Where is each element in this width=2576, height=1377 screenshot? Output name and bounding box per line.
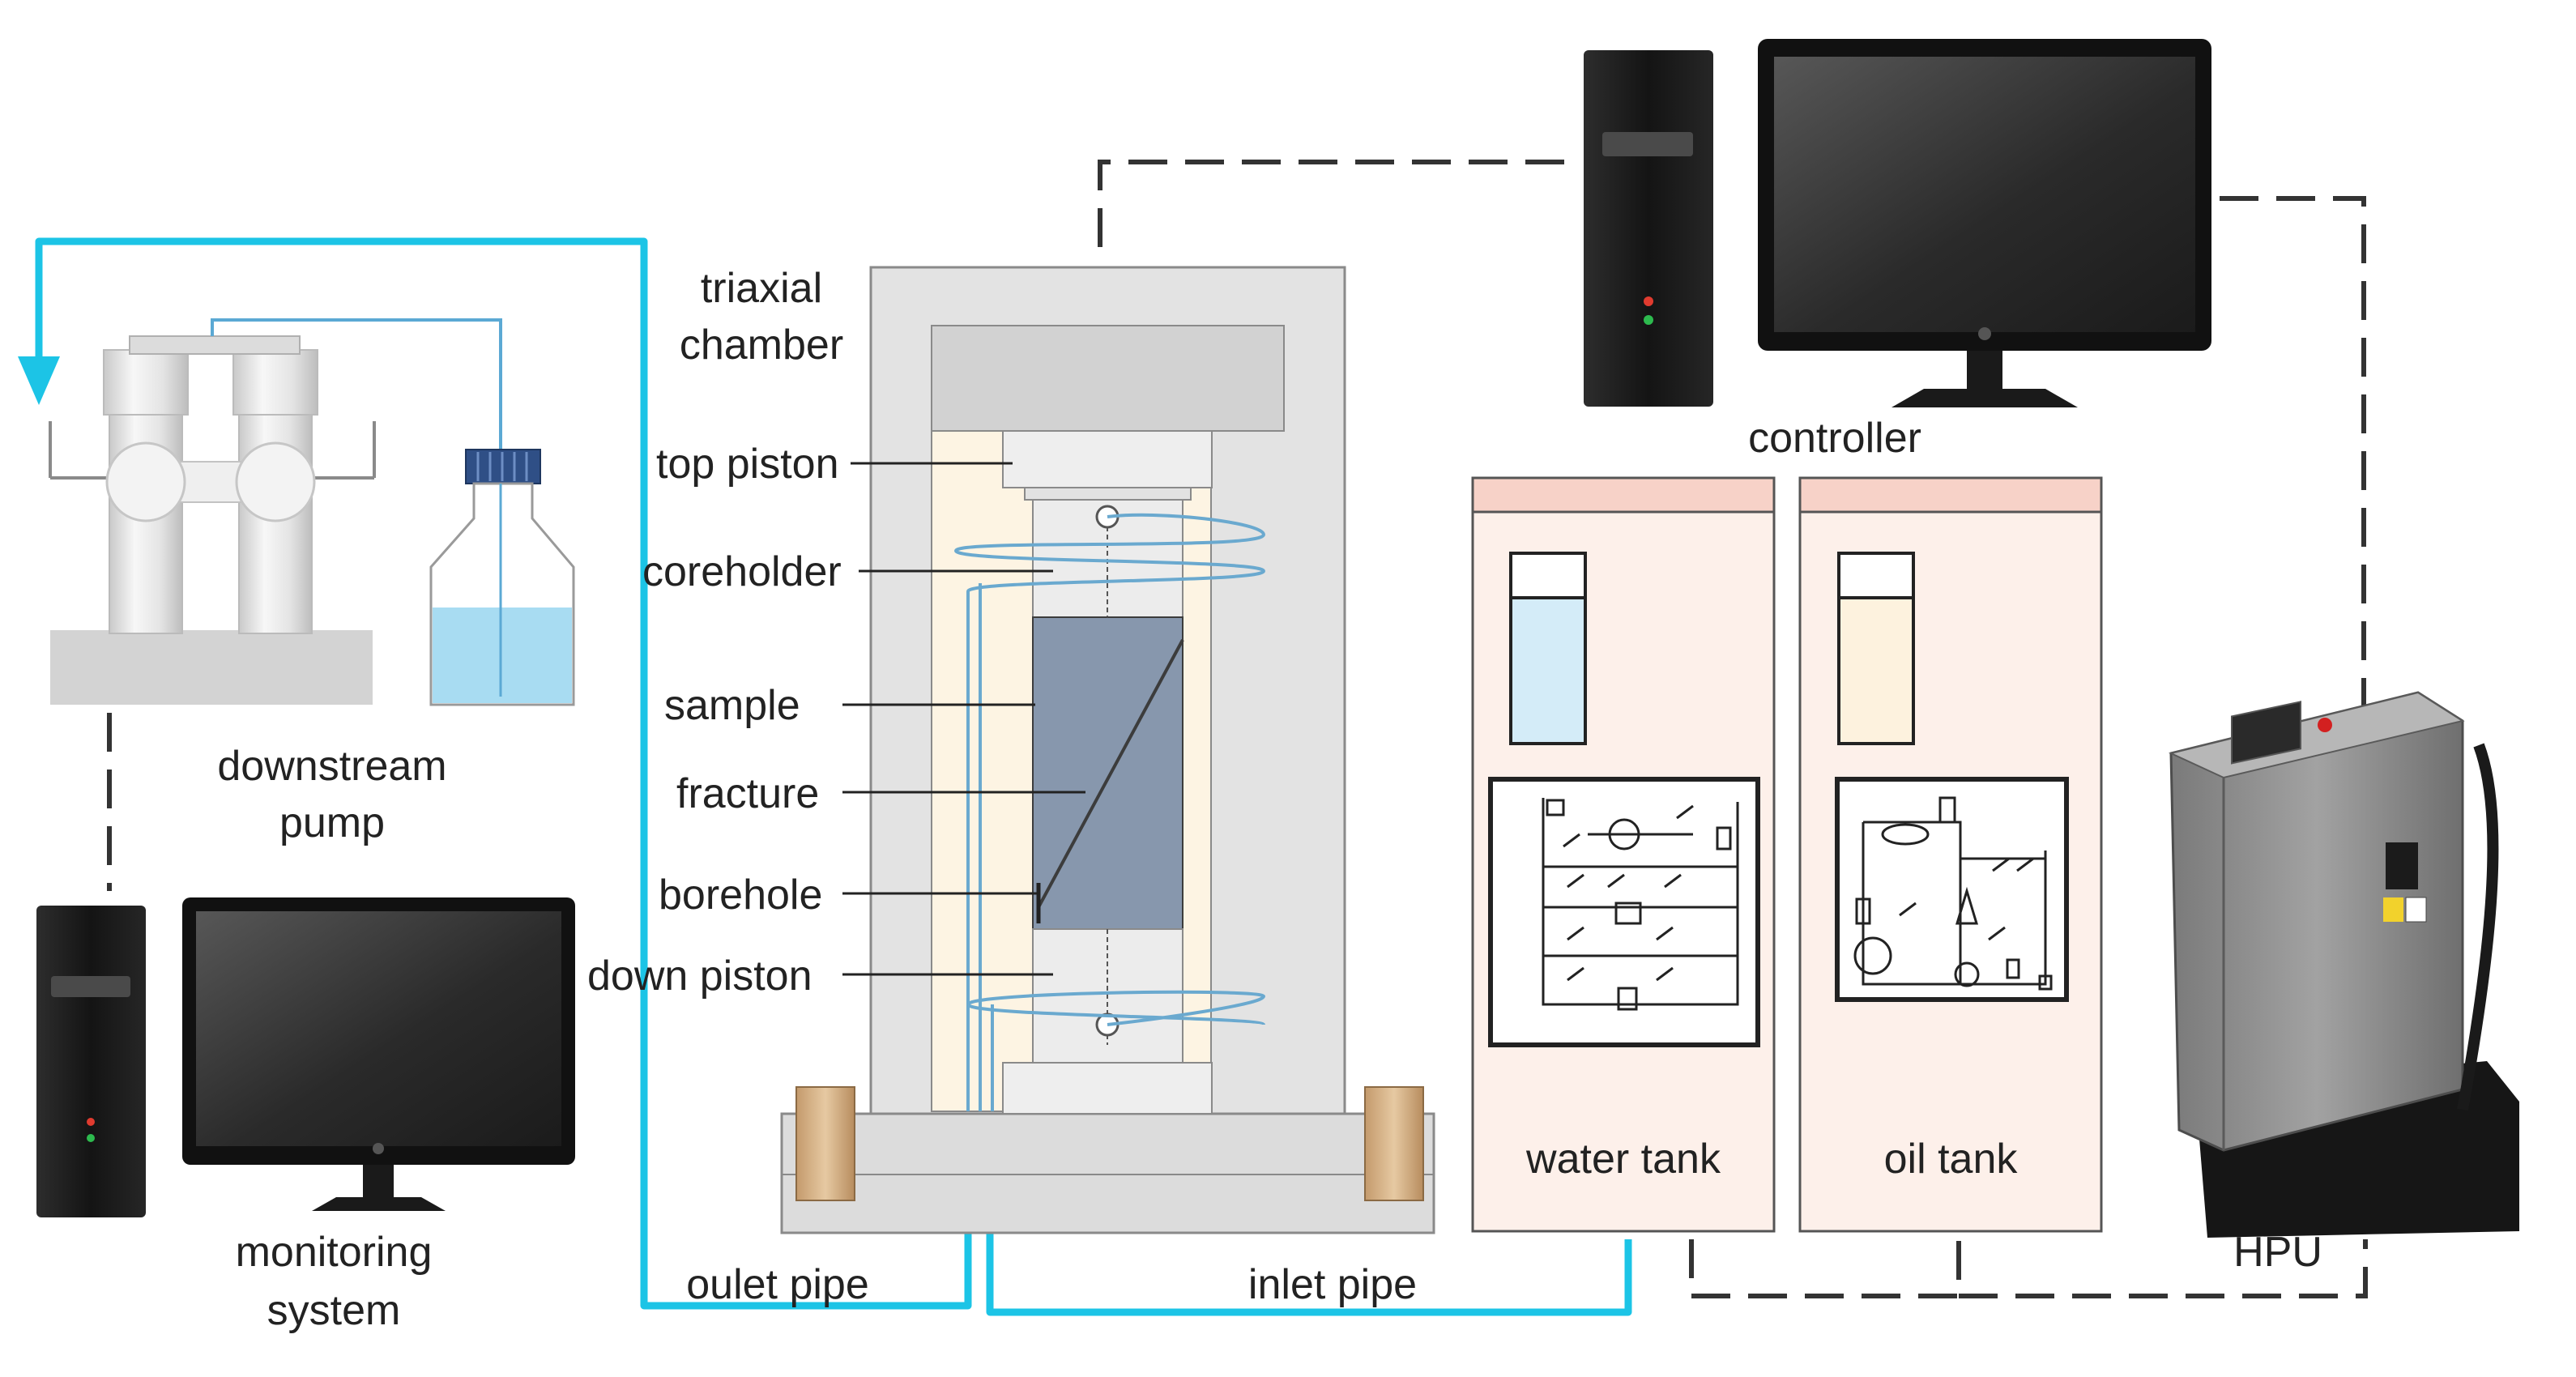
sample <box>1032 616 1184 930</box>
pump-valve-right <box>235 441 316 522</box>
hydraulic-schematic-icon <box>1488 777 1760 1047</box>
top-piston-label: top piston <box>656 441 839 488</box>
signal-line-chamber-controller <box>1098 160 1567 247</box>
hpu-switch <box>2386 842 2418 889</box>
triaxial-chamber <box>780 266 1435 1234</box>
hydraulic-schematic-icon <box>1835 777 2069 1002</box>
oil-tank-panel <box>1798 476 2103 1233</box>
hpu-hose <box>2457 743 2499 1111</box>
chamber-base <box>780 1112 1435 1234</box>
hpu-label: HPU <box>2233 1229 2322 1276</box>
borehole-label: borehole <box>659 872 822 919</box>
outlet-pipe-line <box>35 237 972 1310</box>
hpu-unit-icon <box>2168 691 2519 1238</box>
pump-valve-left <box>105 441 186 522</box>
bolt-right <box>1364 1086 1424 1201</box>
down-piston-label: down piston <box>587 953 812 1000</box>
sample-label: sample <box>664 682 800 729</box>
pump-tubing <box>211 318 502 454</box>
signal-line-controller-hpu <box>2220 196 2366 721</box>
hpu-control-panel <box>2231 701 2301 765</box>
oil-tank-label: oil tank <box>1884 1136 2019 1183</box>
hpu-estop-icon <box>2318 718 2332 732</box>
fracture <box>1037 639 1184 908</box>
oil-tank-header <box>1798 476 2103 514</box>
computer-tower-icon <box>1584 50 1713 407</box>
water-tank-panel <box>1471 476 1776 1233</box>
triaxial-chamber-label-1: triaxial <box>701 265 822 312</box>
controller-label: controller <box>1748 415 1921 462</box>
triaxial-chamber-label-2: chamber <box>680 322 843 369</box>
signal-line-hpu-bottom <box>1959 1239 2368 1298</box>
fracture-label: fracture <box>676 770 819 817</box>
water-tank-label: water tank <box>1525 1136 1721 1183</box>
pump-cylinder-right-cap <box>232 349 318 416</box>
outlet-pipe-label: oulet pipe <box>686 1261 869 1308</box>
downstream-pump-label-1: downstream <box>217 743 446 790</box>
pump-cylinder-left-cap <box>103 349 189 416</box>
pump-base <box>50 630 373 705</box>
coreholder-label: coreholder <box>642 548 842 595</box>
bolt-left <box>795 1086 855 1201</box>
inlet-pipe-label: inlet pipe <box>1248 1261 1417 1308</box>
downstream-pump <box>49 318 502 705</box>
downstream-pump-label-2: pump <box>279 799 385 846</box>
monitoring-computer <box>36 897 575 1217</box>
coreholder-coils <box>953 513 1266 1111</box>
top-piston <box>1002 430 1213 488</box>
monitoring-system-label-2: system <box>267 1287 401 1334</box>
top-platen <box>931 325 1285 432</box>
bottle-water <box>433 608 572 703</box>
down-piston <box>1002 1062 1213 1115</box>
signal-line-tanks-hpu <box>1689 1239 1961 1298</box>
water-tank-header <box>1471 476 1776 514</box>
computer-tower-icon <box>36 906 146 1217</box>
outlet-arrow-icon <box>18 356 60 405</box>
leader-lines <box>842 462 1085 976</box>
signal-lines <box>107 160 2368 1298</box>
monitoring-system-label-1: monitoring <box>236 1229 433 1276</box>
controller-computer <box>1584 39 2211 407</box>
reservoir-bottle <box>429 449 575 706</box>
pump-top-plate <box>129 335 301 355</box>
